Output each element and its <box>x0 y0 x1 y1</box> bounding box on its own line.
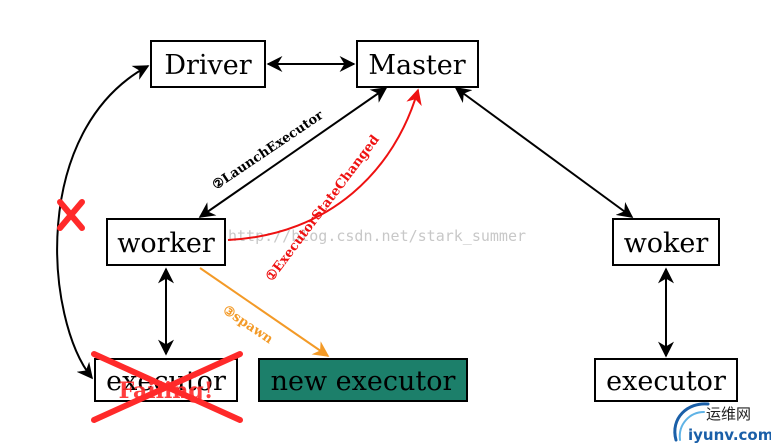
node-executor-right-label: executor <box>606 366 726 397</box>
logo-en-text: iyunv.com <box>688 426 771 444</box>
logo-swoosh-icon <box>673 402 710 442</box>
node-woker: woker <box>612 218 720 266</box>
broken-link-cross-icon <box>57 199 85 231</box>
node-master: Master <box>356 40 479 88</box>
node-new-executor: new executor <box>258 358 468 402</box>
edge-launch-executor <box>198 87 388 218</box>
site-logo: 运维网 iyunv.com <box>673 402 771 444</box>
node-worker: worker <box>106 218 226 266</box>
label-spawn: ③spawn <box>220 303 276 348</box>
node-driver-label: Driver <box>164 50 251 81</box>
node-worker-label: worker <box>117 228 215 259</box>
edge-master-woker <box>454 87 634 218</box>
node-executor-right: executor <box>594 358 738 402</box>
label-executor-state-changed: ①ExecutorStateChanged <box>263 133 383 285</box>
edge-driver-executor <box>56 65 150 380</box>
edge-spawn <box>199 267 330 357</box>
node-woker-label: woker <box>624 228 709 259</box>
watermark-text: http://blog.csdn.net/stark_summer <box>228 227 526 245</box>
logo-cn-text: 运维网 <box>706 405 751 423</box>
node-new-executor-label: new executor <box>271 366 456 397</box>
edge-executor-state-changed <box>227 88 422 241</box>
failed-cross-icon <box>91 351 243 423</box>
edges <box>56 56 674 380</box>
node-master-label: Master <box>368 50 465 81</box>
node-driver: Driver <box>150 40 266 88</box>
node-executor-failed: executor Failing! <box>91 351 243 423</box>
label-launch-executor: ②LaunchExecutor <box>210 108 327 193</box>
